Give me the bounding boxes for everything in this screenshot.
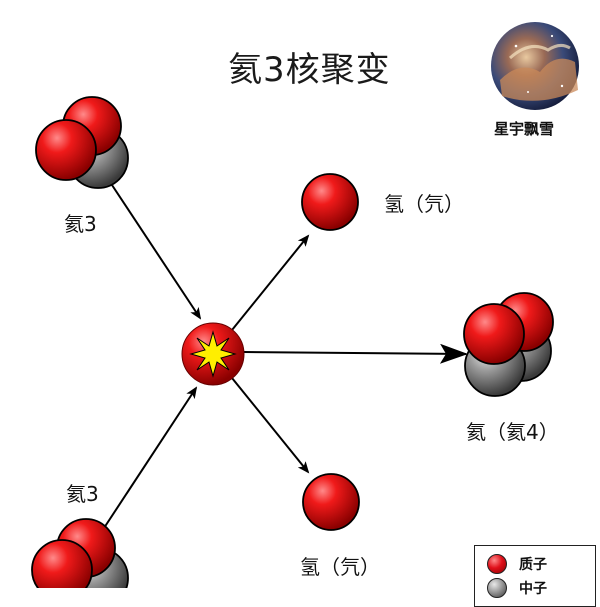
proton-product-top <box>301 173 359 231</box>
arrow-product-proton-top <box>231 234 310 331</box>
brand-name: 星宇飘雪 <box>494 120 555 138</box>
legend-item-neutron: 中子 <box>487 578 547 598</box>
helium3-nucleus-top <box>35 96 129 189</box>
arrow-reactant-top <box>105 175 202 320</box>
label-reactant-top: 氦3 <box>64 212 97 236</box>
neutron-swatch-icon <box>487 578 507 598</box>
fusion-collision-point <box>181 322 245 386</box>
helium4-nucleus <box>463 292 554 397</box>
flash-icon <box>189 330 237 378</box>
label-product-proton-top: 氢（氕） <box>384 192 464 216</box>
helium3-nucleus-bottom <box>31 518 129 588</box>
legend-label-proton: 质子 <box>519 557 547 573</box>
label-reactant-bottom: 氦3 <box>66 482 99 506</box>
arrow-product-proton-bottom <box>231 377 310 474</box>
nebula-avatar-icon <box>491 22 579 110</box>
label-product-proton-bottom: 氢（氕） <box>300 555 380 579</box>
legend: 质子 中子 <box>474 545 596 607</box>
arrow-product-helium4 <box>243 343 468 364</box>
proton-product-bottom <box>302 473 360 531</box>
arrow-reactant-bottom <box>103 386 198 529</box>
legend-label-neutron: 中子 <box>519 581 547 597</box>
label-product-helium4: 氦（氦4） <box>466 420 559 444</box>
diagram-title: 氦3核聚变 <box>228 50 391 90</box>
legend-item-proton: 质子 <box>487 554 547 574</box>
fusion-diagram <box>31 22 579 588</box>
proton-swatch-icon <box>487 554 507 574</box>
